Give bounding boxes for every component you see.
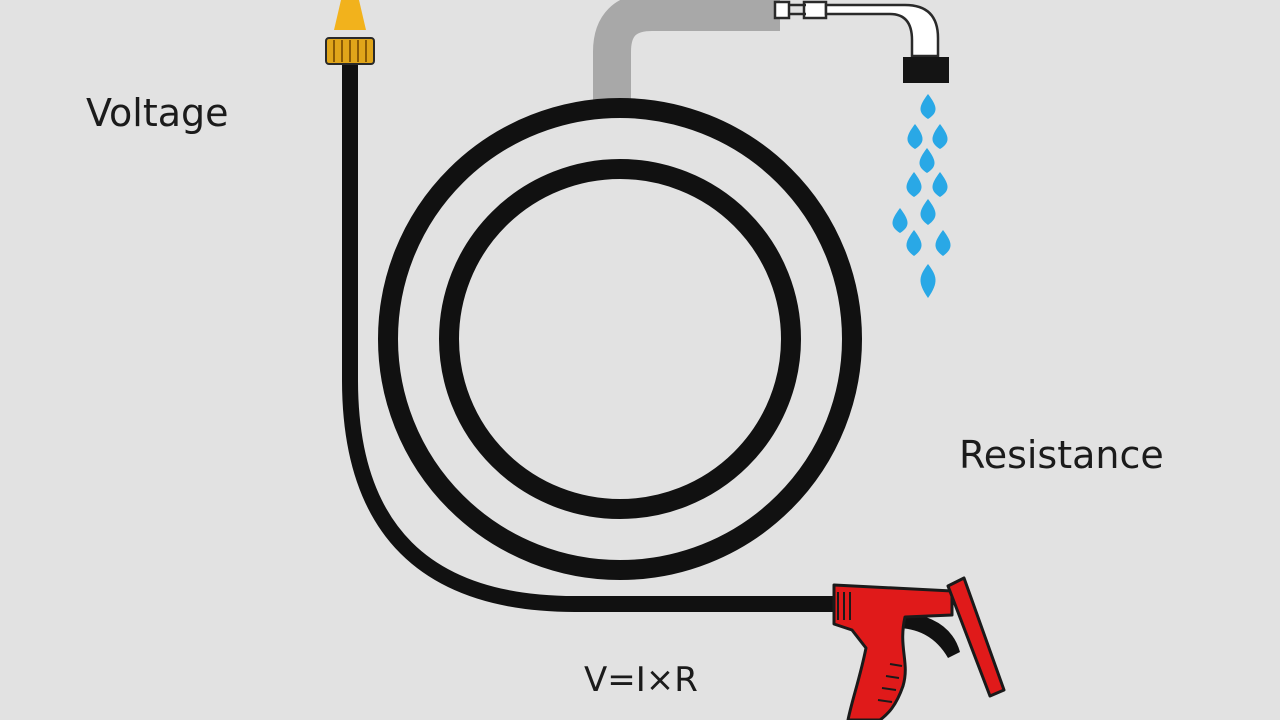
hose-coil — [378, 98, 862, 580]
hose-coil-outer — [378, 98, 862, 580]
hose-line — [342, 62, 850, 612]
spray-gun-icon — [832, 576, 1006, 720]
hose-coil-inner — [439, 159, 801, 519]
voltage-label: Voltage — [86, 91, 229, 135]
resistance-label: Resistance — [959, 433, 1164, 477]
nozzle-icon — [325, 0, 375, 65]
supply-pipe — [593, 0, 780, 100]
water-drop-icon — [892, 94, 951, 298]
faucet-icon — [773, 0, 949, 83]
ohms-law-formula: V=I×R — [584, 660, 698, 700]
